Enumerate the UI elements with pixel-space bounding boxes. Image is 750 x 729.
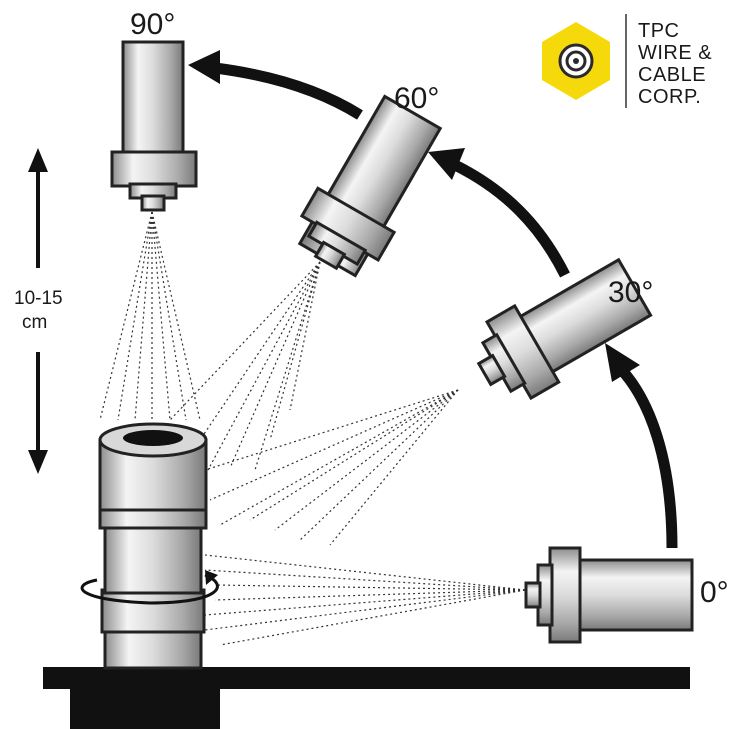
distance-arrow-icon (28, 148, 48, 474)
logo-line-3: CABLE (638, 64, 706, 86)
distance-label-value: 10-15 (14, 288, 63, 309)
angle-label-60: 60° (394, 82, 439, 115)
logo-line-2: WIRE & (638, 42, 712, 64)
angle-label-30: 30° (608, 276, 653, 309)
logo-line-4: CORP. (638, 86, 701, 108)
spray-pattern-60 (169, 261, 321, 471)
logo-line-1: TPC (638, 20, 680, 42)
nozzle-0-degrees (524, 546, 694, 644)
nozzle-90-degrees (110, 40, 198, 212)
arrow-60-to-90-head (188, 50, 220, 84)
test-surface (43, 667, 690, 689)
arrow-60-to-90 (214, 62, 363, 120)
distance-label-unit: cm (22, 312, 47, 333)
nozzle-60-body (299, 94, 443, 271)
arrow-30-to-60 (452, 160, 570, 278)
nozzle-30-degrees (476, 257, 653, 401)
arrow-0-to-30 (615, 364, 678, 549)
surface-base (70, 689, 220, 729)
progression-arrows (188, 50, 678, 549)
target-cable-gland (98, 422, 208, 670)
rotation-arrow-icon (80, 570, 219, 605)
arrow-30-to-60-head (428, 148, 465, 180)
company-logo: TPC WIRE & CABLE CORP. (542, 14, 712, 108)
angle-label-90: 90° (130, 8, 175, 41)
angle-label-0: 0° (700, 576, 729, 609)
spray-pattern-90 (99, 211, 201, 421)
arrow-0-to-30-head (605, 343, 640, 382)
spray-pattern-0 (204, 554, 526, 646)
spray-pattern-30 (204, 389, 459, 546)
